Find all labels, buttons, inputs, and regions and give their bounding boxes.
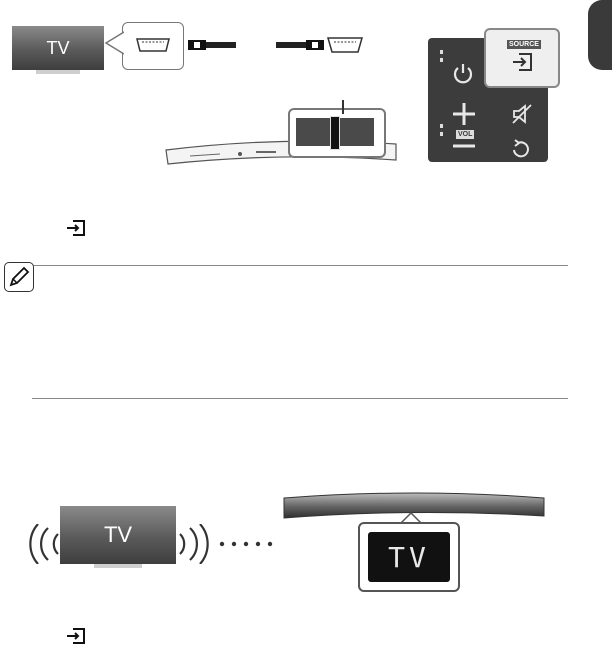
source-icon: [67, 220, 85, 236]
hdmi-port-icon: [136, 38, 170, 52]
plug-connector: [342, 100, 344, 114]
soundbar-port-callout: [288, 108, 386, 158]
hdmi-connection-diagram: TV: [0, 0, 612, 200]
wireless-signal-icon: [29, 524, 59, 564]
plus-icon: [453, 103, 475, 125]
repeat-button[interactable]: [506, 136, 536, 160]
tv-stand: [94, 564, 142, 568]
callout-pointer: [104, 31, 124, 55]
tv-label: TV: [103, 522, 133, 547]
minus-button[interactable]: [448, 138, 480, 154]
dotted-connection-icon: [219, 541, 273, 547]
power-button[interactable]: [448, 58, 478, 88]
hdmi-cable-icon: [188, 40, 236, 50]
soundbar-display: TV: [368, 532, 450, 582]
tv-label: TV: [46, 37, 70, 58]
mute-icon: [512, 104, 532, 124]
display-text: TV: [388, 540, 430, 574]
vol-label: VOL: [456, 130, 475, 139]
note-pencil-icon: [9, 266, 30, 287]
side-tab: [588, 0, 612, 70]
source-label: SOURCE: [507, 40, 541, 49]
tv-screen: TV: [60, 506, 176, 564]
hdmi-port-icon: [327, 37, 363, 53]
plus-button[interactable]: [448, 98, 480, 130]
wireless-signal-icon: [179, 524, 209, 564]
wireless-diagram: TV TV: [0, 480, 612, 600]
note-top-rule: [32, 265, 568, 266]
remote-dots: [440, 50, 447, 62]
source-button-highlight[interactable]: SOURCE: [484, 28, 560, 88]
soundbar-display-callout: TV: [358, 522, 460, 592]
hdmi-cable-icon: [276, 40, 324, 50]
note-bottom-rule: [32, 398, 568, 399]
repeat-icon: [513, 139, 529, 158]
tv-stand: [36, 70, 80, 74]
tv-screen: TV: [12, 26, 104, 70]
note-icon-box: [4, 262, 34, 292]
minus-icon: [453, 144, 475, 148]
tv-hdmi-port-callout: [122, 22, 184, 70]
source-icon: [513, 53, 532, 71]
soundbar-front-illustration: [283, 492, 545, 519]
soundbar-hdmi-port: [330, 116, 340, 150]
vol-dots: [440, 124, 447, 136]
power-icon: [453, 64, 473, 84]
mute-button[interactable]: [506, 98, 538, 130]
source-icon: [67, 628, 85, 644]
